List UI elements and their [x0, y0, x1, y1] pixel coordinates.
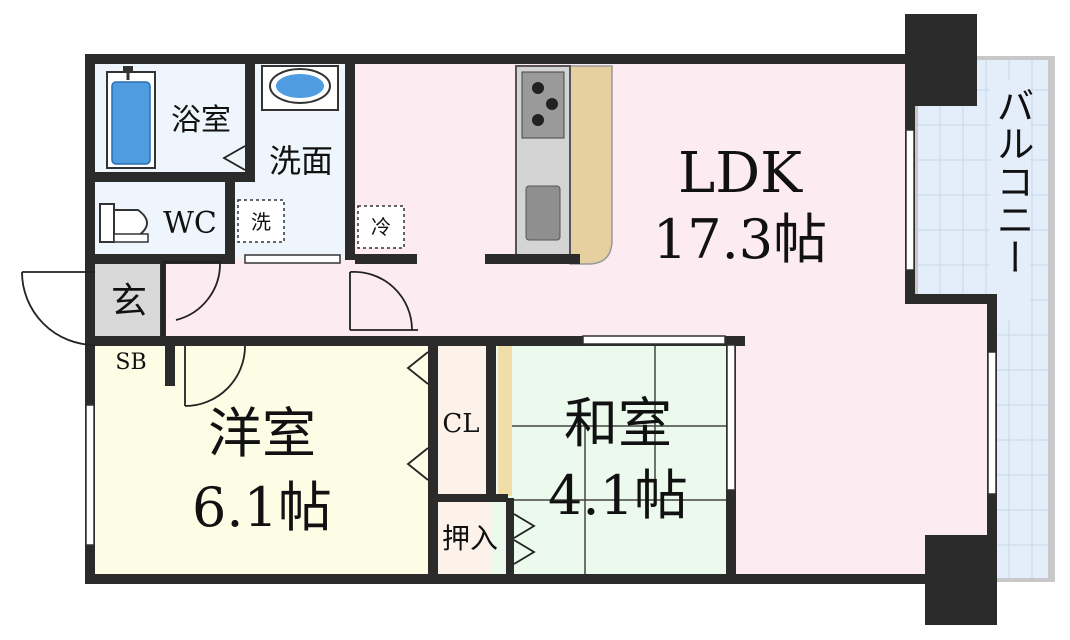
entrance-label: 玄: [111, 281, 147, 322]
washer-space: [237, 199, 285, 243]
ldk-label: LDK: [678, 141, 803, 206]
closet-floor: [436, 344, 486, 494]
doors: [21, 145, 536, 565]
bath-label: 浴室: [171, 103, 231, 138]
western-floor: [95, 342, 430, 575]
tokonoma: [498, 346, 512, 496]
washer-label: 洗: [251, 210, 271, 234]
japanese-label: 和室: [564, 392, 672, 455]
western-label: 洋室: [208, 402, 316, 465]
kitchen-counter: [515, 65, 613, 265]
entrance-floor: [95, 262, 163, 342]
oshiire-label: 押入: [442, 522, 498, 555]
sink-icon: [261, 65, 339, 111]
washroom-label: 洗面: [269, 142, 333, 180]
fridge-space: [357, 205, 405, 249]
fridge-label: 冷: [371, 215, 391, 239]
balcony-label: バルコニー: [990, 86, 1034, 276]
toilet-label: WC: [163, 206, 217, 241]
japanese-floor: [492, 344, 728, 575]
ldk-floor: [345, 62, 990, 575]
ldk-size: 17.3帖: [653, 208, 827, 271]
closet-label: CL: [442, 409, 479, 439]
japanese-size: 4.1帖: [548, 464, 688, 527]
shoe-box-label: SB: [115, 350, 146, 375]
western-size: 6.1帖: [192, 476, 332, 539]
bathtub-icon: [106, 66, 156, 169]
tatami-lines: [512, 344, 728, 575]
toilet-icon: [99, 203, 149, 243]
windows: [85, 129, 997, 546]
